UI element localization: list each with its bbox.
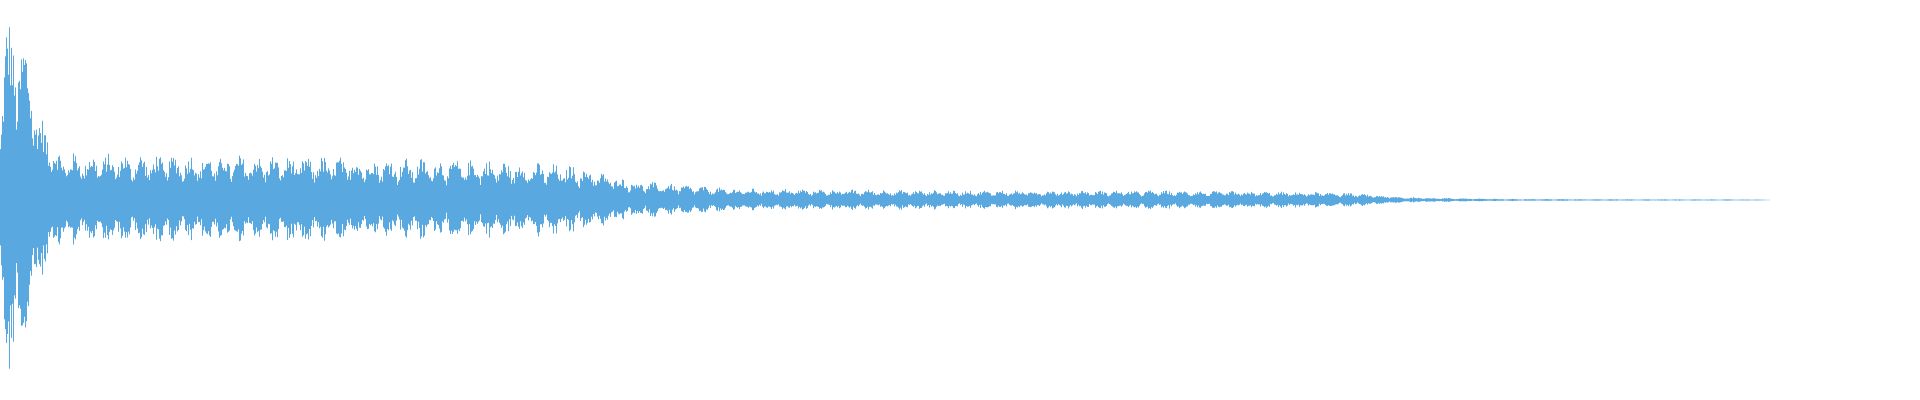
waveform-path xyxy=(0,27,1766,369)
